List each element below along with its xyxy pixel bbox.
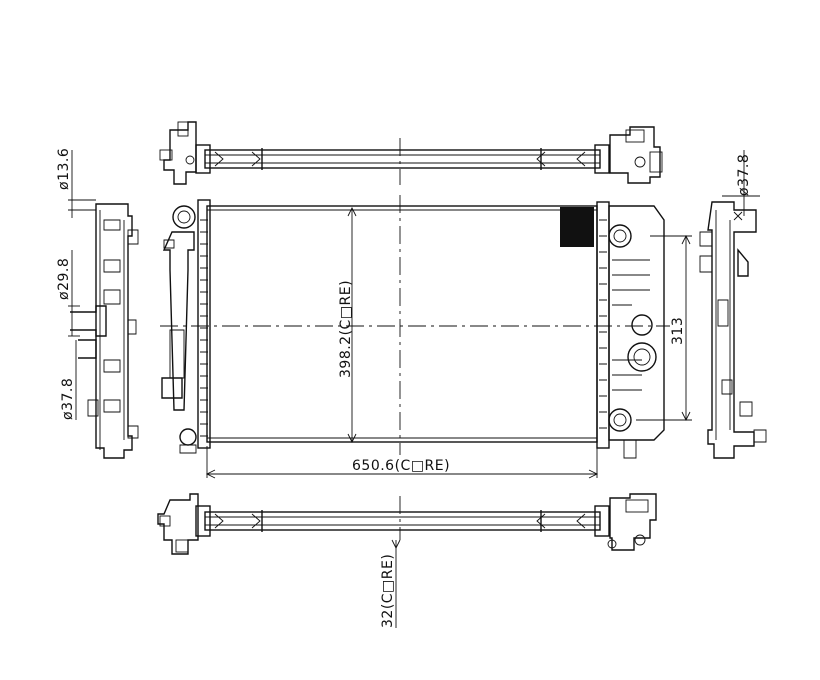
core-hatch <box>560 207 594 247</box>
pipe-top-right-diameter: ø37.8 <box>736 154 752 196</box>
pipe-top-left-diameter: ø13.6 <box>56 148 72 190</box>
depth-core-dimension: 32(C□RE) <box>380 554 396 628</box>
height-core-dimension: 398.2(C□RE) <box>338 280 354 378</box>
pipe-low-left-diameter: ø37.8 <box>60 378 76 420</box>
pipe-mid-left-diameter: ø29.8 <box>56 258 72 300</box>
inlet-height-dimension: 313 <box>670 317 686 345</box>
right-side-view <box>699 150 767 459</box>
left-side-view <box>68 150 139 459</box>
front-view <box>160 195 692 479</box>
width-core-dimension: 650.6(C□RE) <box>352 458 450 474</box>
left-tank-ribs <box>200 219 208 437</box>
bottom-view <box>157 493 657 628</box>
top-view <box>159 121 663 185</box>
